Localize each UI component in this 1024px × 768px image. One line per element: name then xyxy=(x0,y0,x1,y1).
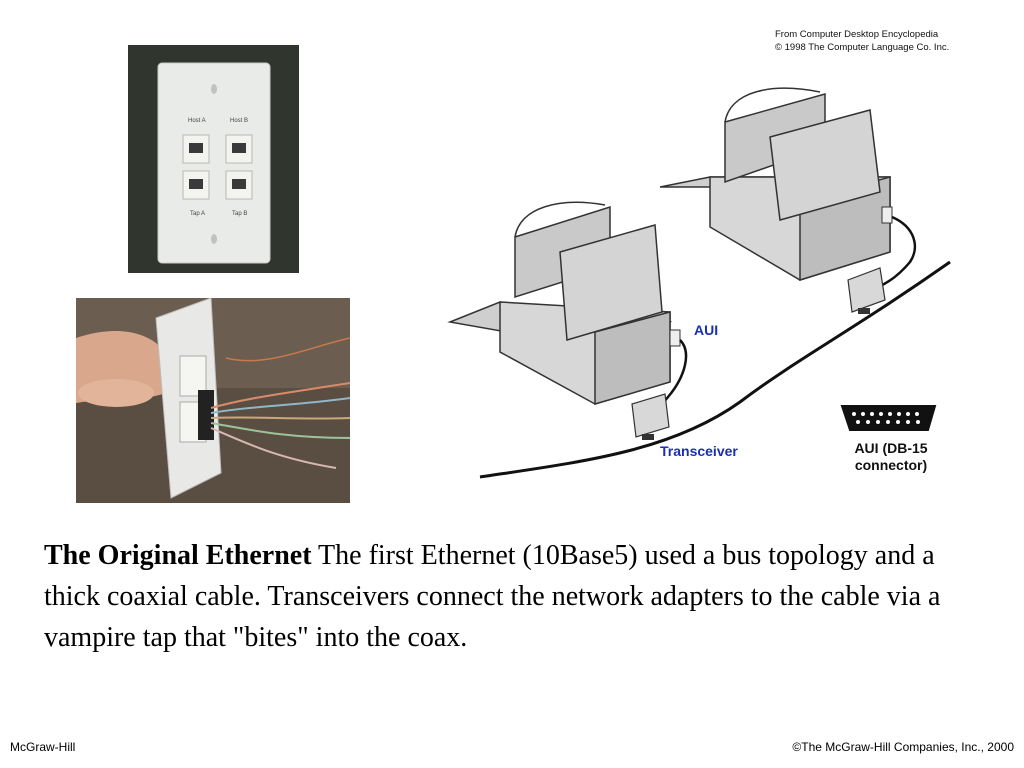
ethernet-bus-diagram xyxy=(447,87,951,479)
diagram-credit: From Computer Desktop Encyclopedia © 199… xyxy=(775,28,949,54)
credit-line-1: From Computer Desktop Encyclopedia xyxy=(775,29,939,40)
db15-connector-icon xyxy=(840,405,937,431)
wall-plate-photo: Host A Host B Tap A Tap B xyxy=(128,45,299,273)
caption-title: The Original Ethernet xyxy=(44,540,312,571)
connector-label-line-2: connector) xyxy=(854,457,928,473)
credit-line-2: © 1998 The Computer Language Co. Inc. xyxy=(775,42,950,53)
footer-copyright: ©The McGraw-Hill Companies, Inc., 2000 xyxy=(792,740,1014,754)
jack-label-host-b: Host B xyxy=(230,118,249,124)
transceiver-back-icon xyxy=(847,267,886,314)
aui-label: AUI xyxy=(694,322,719,338)
slide-caption: The Original Ethernet The first Ethernet… xyxy=(44,535,984,658)
footer-publisher: McGraw-Hill xyxy=(10,740,76,754)
wall-plate-illustration xyxy=(128,45,299,273)
connector-label: AUI (DB-15 connector) xyxy=(836,440,946,474)
jack-label-tap-a: Tap A xyxy=(190,211,206,217)
wired-plate-illustration xyxy=(76,298,350,503)
caption-body: The first Ethernet (10Base5) used a bus … xyxy=(44,540,941,653)
jack-label-host-a: Host A xyxy=(188,118,206,124)
back-computer-illustration xyxy=(659,87,893,282)
jack-label-tap-b: Tap B xyxy=(232,211,248,217)
connector-label-line-1: AUI (DB-15 xyxy=(854,440,928,456)
wired-wall-plate-photo xyxy=(76,298,350,503)
transceiver-front-icon xyxy=(631,393,670,440)
transceiver-label: Transceiver xyxy=(660,443,738,459)
front-computer-illustration xyxy=(447,201,681,406)
